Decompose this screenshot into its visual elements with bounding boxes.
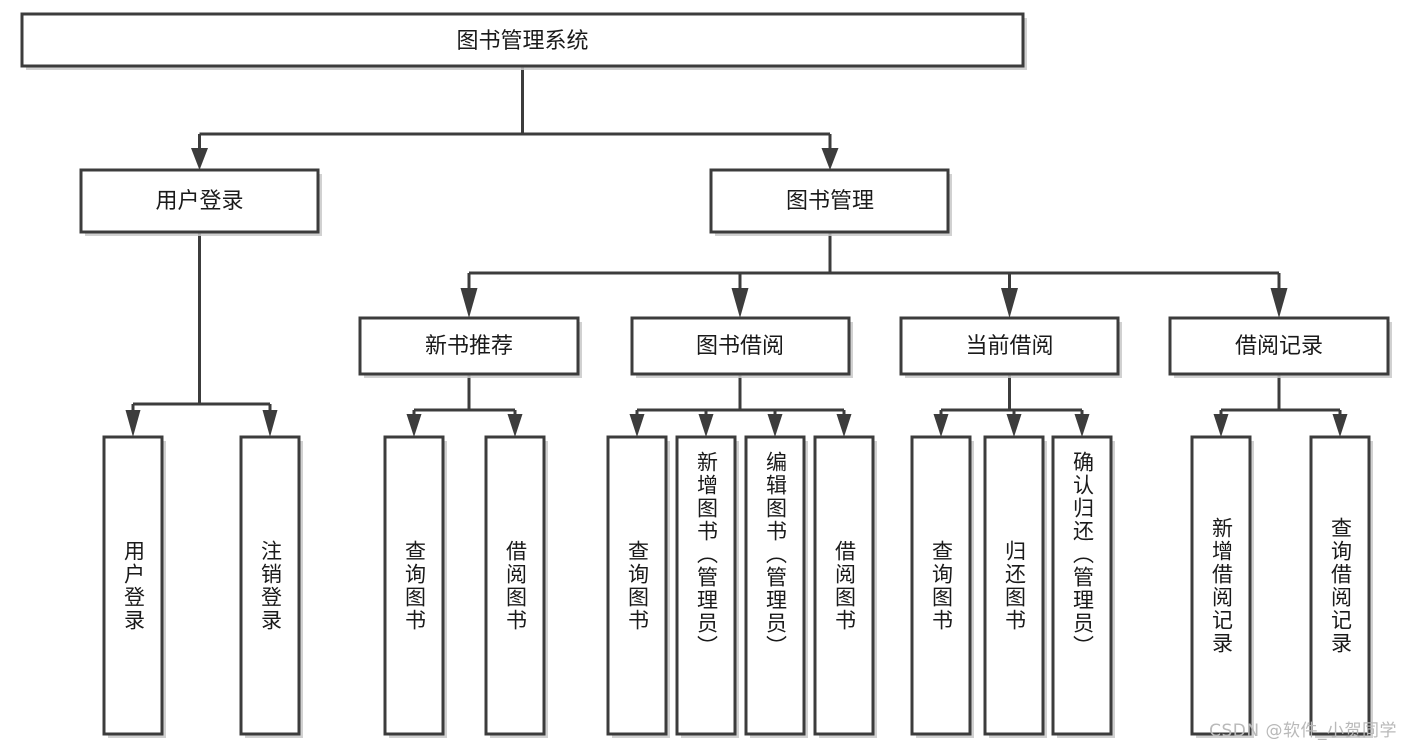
edge-group-borrow-record	[1213, 374, 1348, 437]
arrowhead-new-book-recommend	[460, 288, 478, 318]
node-leaf-edit-book[interactable]	[744, 435, 808, 738]
book-borrow-label: 图书借阅	[696, 334, 784, 359]
arrowhead-leaf-query-book-2	[629, 414, 645, 437]
node-leaf-borrow-book-2[interactable]	[813, 435, 877, 738]
arrowhead-book-borrow	[731, 288, 749, 318]
node-borrow-record[interactable]: 借阅记录	[1168, 316, 1392, 378]
leaf-add-book-box[interactable]	[675, 435, 737, 736]
arrowhead-leaf-borrow-book-2	[836, 414, 852, 437]
user-login-label: 用户登录	[155, 189, 243, 214]
node-leaf-user-login[interactable]	[102, 435, 166, 738]
current-borrow-label: 当前借阅	[965, 334, 1053, 359]
edge-group-book-manage	[460, 232, 1288, 318]
arrowhead-borrow-record	[1270, 288, 1288, 318]
node-leaf-add-book[interactable]	[675, 435, 739, 738]
book-manage-box[interactable]	[709, 168, 950, 234]
node-leaf-user-logout[interactable]	[239, 435, 303, 738]
node-leaf-query-book-2[interactable]	[606, 435, 670, 738]
node-leaf-query-book-3[interactable]	[910, 435, 974, 738]
arrowhead-leaf-confirm-return	[1074, 414, 1090, 437]
node-leaf-query-record[interactable]	[1309, 435, 1373, 738]
user-login-box[interactable]	[79, 168, 320, 234]
edge-group-new-book-recommend	[406, 374, 523, 437]
edge-group-current-borrow	[933, 374, 1090, 437]
leaf-node-group	[102, 435, 1373, 738]
arrowhead-leaf-add-book	[698, 414, 714, 437]
borrow-record-box[interactable]	[1168, 316, 1390, 376]
node-leaf-confirm-return[interactable]	[1051, 435, 1115, 738]
arrowhead-book-manage	[821, 148, 839, 170]
arrowhead-leaf-query-record	[1332, 414, 1348, 437]
arrowhead-leaf-query-book-1	[406, 414, 422, 437]
node-leaf-borrow-book-1[interactable]	[484, 435, 548, 738]
borrow-record-label: 借阅记录	[1235, 334, 1323, 359]
leaf-confirm-return-box[interactable]	[1051, 435, 1113, 736]
node-leaf-return-book[interactable]	[983, 435, 1047, 738]
node-root[interactable]: 图书管理系统	[20, 12, 1027, 70]
arrowhead-leaf-query-book-3	[933, 414, 949, 437]
current-borrow-box[interactable]	[899, 316, 1120, 376]
leaf-query-record-box[interactable]	[1309, 435, 1371, 736]
new-book-recommend-label: 新书推荐	[425, 334, 513, 359]
leaf-query-book-1-box[interactable]	[383, 435, 445, 736]
edge-group-user-login	[125, 232, 278, 437]
leaf-return-book-box[interactable]	[983, 435, 1045, 736]
arrowhead-leaf-edit-book	[767, 414, 783, 437]
arrowhead-leaf-return-book	[1006, 414, 1022, 437]
leaf-query-book-2-box[interactable]	[606, 435, 668, 736]
root-label: 图书管理系统	[456, 29, 588, 54]
edge-group-book-borrow	[629, 374, 852, 437]
node-new-book-recommend[interactable]: 新书推荐	[358, 316, 582, 378]
root-box[interactable]	[20, 12, 1025, 68]
arrowhead-current-borrow	[1001, 288, 1018, 318]
node-book-borrow[interactable]: 图书借阅	[630, 316, 853, 378]
arrowhead-leaf-borrow-book-1	[507, 414, 523, 437]
book-borrow-box[interactable]	[630, 316, 851, 376]
node-book-manage[interactable]: 图书管理	[709, 168, 952, 236]
arrowhead-leaf-user-logout	[262, 410, 278, 437]
new-book-recommend-box[interactable]	[358, 316, 580, 376]
edge-group-root	[191, 66, 839, 170]
node-leaf-add-record[interactable]	[1190, 435, 1254, 738]
node-leaf-query-book-1[interactable]	[383, 435, 447, 738]
arrowhead-user-login	[191, 148, 208, 170]
node-current-borrow[interactable]: 当前借阅	[899, 316, 1122, 378]
leaf-edit-book-box[interactable]	[744, 435, 806, 736]
book-manage-label: 图书管理	[786, 189, 874, 214]
leaf-add-record-box[interactable]	[1190, 435, 1252, 736]
node-user-login[interactable]: 用户登录	[79, 168, 322, 236]
arrowhead-leaf-user-login	[125, 410, 141, 437]
leaf-query-book-3-box[interactable]	[910, 435, 972, 736]
leaf-borrow-book-1-box[interactable]	[484, 435, 546, 736]
leaf-user-login-box[interactable]	[102, 435, 164, 736]
leaf-user-logout-box[interactable]	[239, 435, 301, 736]
arrowhead-leaf-add-record	[1213, 414, 1229, 437]
leaf-borrow-book-2-box[interactable]	[813, 435, 875, 736]
